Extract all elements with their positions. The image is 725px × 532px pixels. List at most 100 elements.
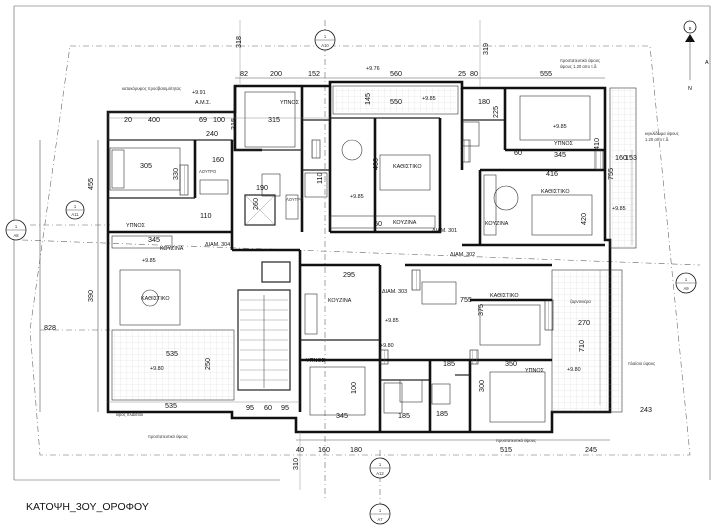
dim-row2-1: 400 — [148, 115, 160, 124]
dim-185: 185 — [443, 359, 455, 368]
dim-190: 190 — [256, 183, 268, 192]
dim-side-828: 828 — [44, 323, 56, 332]
dim-top-318: 318 — [234, 36, 243, 48]
dim-160: 160 — [212, 155, 224, 164]
dim-bottom-4: 245 — [585, 445, 597, 454]
dim-row2-2: 69 — [199, 115, 207, 124]
dim-row2-5: 550 — [390, 97, 402, 106]
note-7: πλαίσιο ύψους — [628, 361, 655, 366]
room-ypnos-a: ΥΠΝΟΣ — [280, 100, 300, 106]
dim-row2-6: 180 — [478, 97, 490, 106]
dim-bl-535: 535 — [165, 401, 177, 410]
dim-bottom-2: 180 — [350, 445, 362, 454]
label-diam-304: ΔΙΑΜ. 304 — [205, 242, 230, 248]
section-num: 1 — [379, 462, 382, 467]
level-4: +9.85 — [553, 124, 567, 130]
dim-250: 250 — [203, 358, 212, 370]
plot-boundary — [29, 45, 691, 456]
label-ams: Α.Μ.Σ. — [195, 100, 211, 106]
label-diam-302: ΔΙΑΜ. 302 — [450, 252, 475, 258]
note-5: 1.20 απο τ.δ. — [645, 137, 669, 142]
dim-100: 100 — [349, 382, 358, 394]
room-kathistiko-d: ΚΑΘΙΣΤΙΚΟ — [490, 293, 519, 299]
level-markers: +9.91 +9.76 +9.85 +9.85 +9.85 +9.85 +9.8… — [142, 66, 626, 373]
section-ref: A9 — [683, 286, 689, 291]
section-marker-left-small: 1 A11 — [65, 200, 85, 220]
section-ref: A7 — [377, 517, 383, 522]
label-lutro: ΛΟΥΤΡΟ — [199, 169, 217, 174]
stair — [240, 295, 288, 388]
dim-bl-95a: 95 — [246, 403, 254, 412]
dim-top-4: 25 — [458, 69, 466, 78]
dimension-texts: 82 200 152 560 25 80 555 318 319 20 400 … — [44, 36, 652, 470]
dim-345c: 345 — [336, 411, 348, 420]
dim-270: 270 — [578, 318, 590, 327]
section-marker-bottom: 1 A7 — [369, 503, 391, 525]
dim-300: 300 — [477, 380, 486, 392]
north-arrow-label-b: B — [689, 26, 692, 31]
room-kouzina-c: ΚΟΥΖΙΝΑ — [160, 246, 184, 252]
dim-755b: 755 — [460, 295, 472, 304]
dim-side-455: 455 — [86, 178, 95, 190]
dim-160b: 160 — [615, 153, 627, 162]
dim-185c: 185 — [436, 409, 448, 418]
level-2: +9.76 — [366, 66, 380, 72]
room-ypnos-d: ΥΠΝΟΣ — [306, 358, 326, 364]
level-3: +9.85 — [422, 96, 436, 102]
dim-bl-60: 60 — [264, 403, 272, 412]
dimension-lines — [39, 20, 633, 490]
dim-bottom-0: 40 — [296, 445, 304, 454]
elevator — [244, 194, 291, 283]
north-arrow: B A N — [683, 20, 709, 92]
room-ypnos-e: ΥΠΝΟΣ — [525, 368, 545, 374]
section-ref: A8 — [13, 233, 19, 238]
grid-axes — [21, 20, 701, 520]
section-ref: A12 — [376, 471, 384, 476]
level-1: +9.91 — [192, 90, 206, 96]
level-5: +9.85 — [350, 194, 364, 200]
section-num: 1 — [15, 224, 18, 229]
note-9: προστατευτικό ύψους — [148, 434, 188, 439]
columns — [179, 139, 604, 365]
dim-top-5: 80 — [470, 69, 478, 78]
dim-755: 755 — [606, 168, 615, 180]
dim-top-1: 200 — [270, 69, 282, 78]
section-marker-bottom-mid: 1 A12 — [369, 457, 391, 479]
dim-top-319: 319 — [481, 43, 490, 55]
label-lutro-b: ΛΟΥΤΡΟ — [286, 197, 304, 202]
section-marker-top: 1 A10 — [314, 29, 336, 51]
dim-110b: 110 — [315, 173, 324, 184]
interior-walls — [108, 86, 605, 432]
room-labels: ΥΠΝΟΣ ΥΠΝΟΣ ΥΠΝΟΣ ΥΠΝΟΣ ΥΠΝΟΣ ΚΑΘΙΣΤΙΚΟ … — [126, 100, 574, 374]
room-kathistiko-b: ΚΑΘΙΣΤΙΚΟ — [541, 189, 570, 195]
note-10: προστατευτικό ύψους — [496, 438, 536, 443]
sheet-frame — [13, 5, 711, 481]
section-marker-right: 1 A9 — [675, 272, 697, 294]
dim-420: 420 — [579, 213, 588, 225]
dim-60b: 60 — [374, 219, 382, 228]
dim-bl-95b: 95 — [281, 403, 289, 412]
note-2: προστατευτικό ύψους — [560, 58, 600, 63]
level-6: +9.85 — [612, 206, 626, 212]
balconies — [107, 85, 637, 413]
note-1: κατακόρυφος προσβασιμότητας — [122, 86, 181, 91]
dim-315: 315 — [229, 118, 238, 130]
dim-145: 145 — [363, 93, 372, 105]
dim-225: 225 — [491, 106, 500, 118]
section-num: 1 — [379, 508, 382, 513]
dim-row2-4: 315 — [268, 115, 280, 124]
section-ref: A10 — [321, 43, 329, 48]
dim-416: 416 — [546, 169, 558, 178]
room-kouzina-a: ΚΟΥΖΙΝΑ — [393, 220, 417, 226]
dim-535a: 535 — [166, 349, 178, 358]
dim-153: 153 — [625, 153, 637, 162]
dim-60a: 60 — [514, 148, 522, 157]
section-num: 1 — [685, 277, 688, 282]
level-8: +9.80 — [150, 366, 164, 372]
dim-350: 350 — [505, 359, 517, 368]
section-marker-left: 1 A8 — [5, 219, 27, 241]
note-8: ύψος πλαισίου — [116, 412, 144, 417]
dim-243: 243 — [640, 405, 652, 414]
dim-400: 400 — [371, 158, 380, 170]
room-ypnos-b: ΥΠΝΟΣ — [126, 223, 146, 229]
